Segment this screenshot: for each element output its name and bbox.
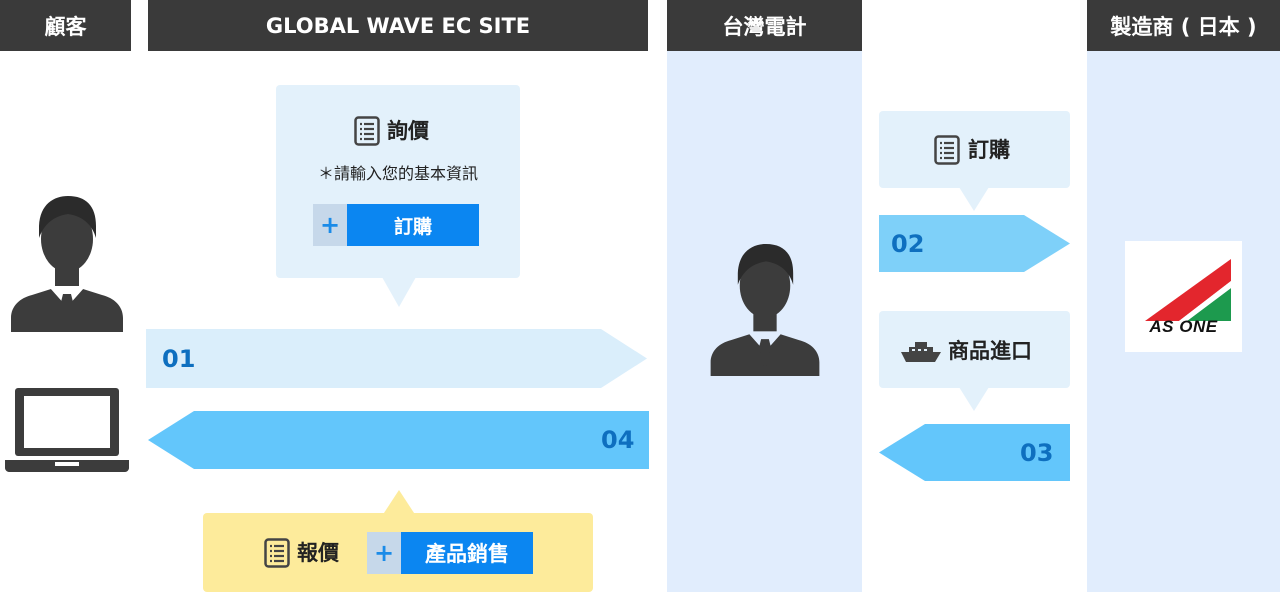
arrow-04-label: 04 (601, 426, 635, 454)
inquiry-bubble-tail (382, 277, 416, 307)
header-site: GLOBAL WAVE EC SITE (148, 0, 648, 51)
person-icon (710, 243, 820, 376)
quote-plus-button[interactable]: + (367, 532, 401, 574)
arrow-03-shape (879, 424, 1070, 481)
arrow-01-label: 01 (162, 344, 196, 373)
as-one-logo: AS ONE (1125, 241, 1242, 352)
document-icon (934, 135, 960, 165)
arrow-01-shape (146, 329, 647, 388)
order-bubble-title: 訂購 (968, 138, 1010, 162)
arrow-04-shape (148, 411, 649, 469)
header-taiwan: 台灣電計 (667, 0, 862, 51)
arrow-02-label: 02 (891, 229, 925, 258)
quote-title: 報價 (297, 541, 339, 565)
order-button[interactable]: 訂購 (347, 204, 479, 246)
header-customer: 顧客 (0, 0, 131, 51)
logo-text: AS ONE (1149, 317, 1218, 336)
ship-icon (901, 342, 941, 362)
document-icon (264, 538, 290, 568)
inquiry-note: ＊請輸入您的基本資訊 (317, 164, 478, 183)
person-icon (11, 196, 123, 332)
logo-mark (1145, 259, 1231, 321)
order-bubble-tail (959, 187, 989, 211)
quote-bubble-tail (382, 490, 416, 516)
document-icon (354, 116, 380, 146)
arrow-03-label: 03 (1020, 438, 1054, 467)
product-sales-button[interactable]: 產品銷售 (401, 532, 533, 574)
arrow-02-shape (879, 215, 1070, 272)
import-bubble-tail (959, 387, 989, 411)
inquiry-plus-button[interactable]: + (313, 204, 347, 246)
header-maker: 製造商 ( 日本 ) (1087, 0, 1280, 51)
order-bubble (879, 111, 1070, 188)
inquiry-title: 詢價 (387, 119, 429, 143)
import-bubble-title: 商品進口 (948, 339, 1032, 363)
laptop-icon (5, 388, 129, 472)
